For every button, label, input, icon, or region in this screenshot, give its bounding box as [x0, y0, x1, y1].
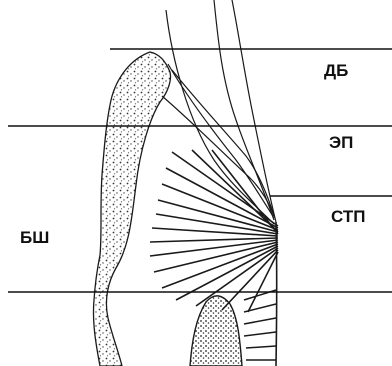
label-bsh: БШ [20, 229, 49, 246]
label-ep: ЭП [329, 134, 353, 151]
radiating-fibers [150, 150, 278, 312]
lower-hatching [244, 290, 276, 360]
epithelium-band [93, 52, 170, 366]
label-stp: СТП [331, 208, 365, 225]
lower-lamina [190, 296, 242, 366]
label-db: ДБ [324, 62, 348, 79]
right-boundary [276, 222, 277, 366]
